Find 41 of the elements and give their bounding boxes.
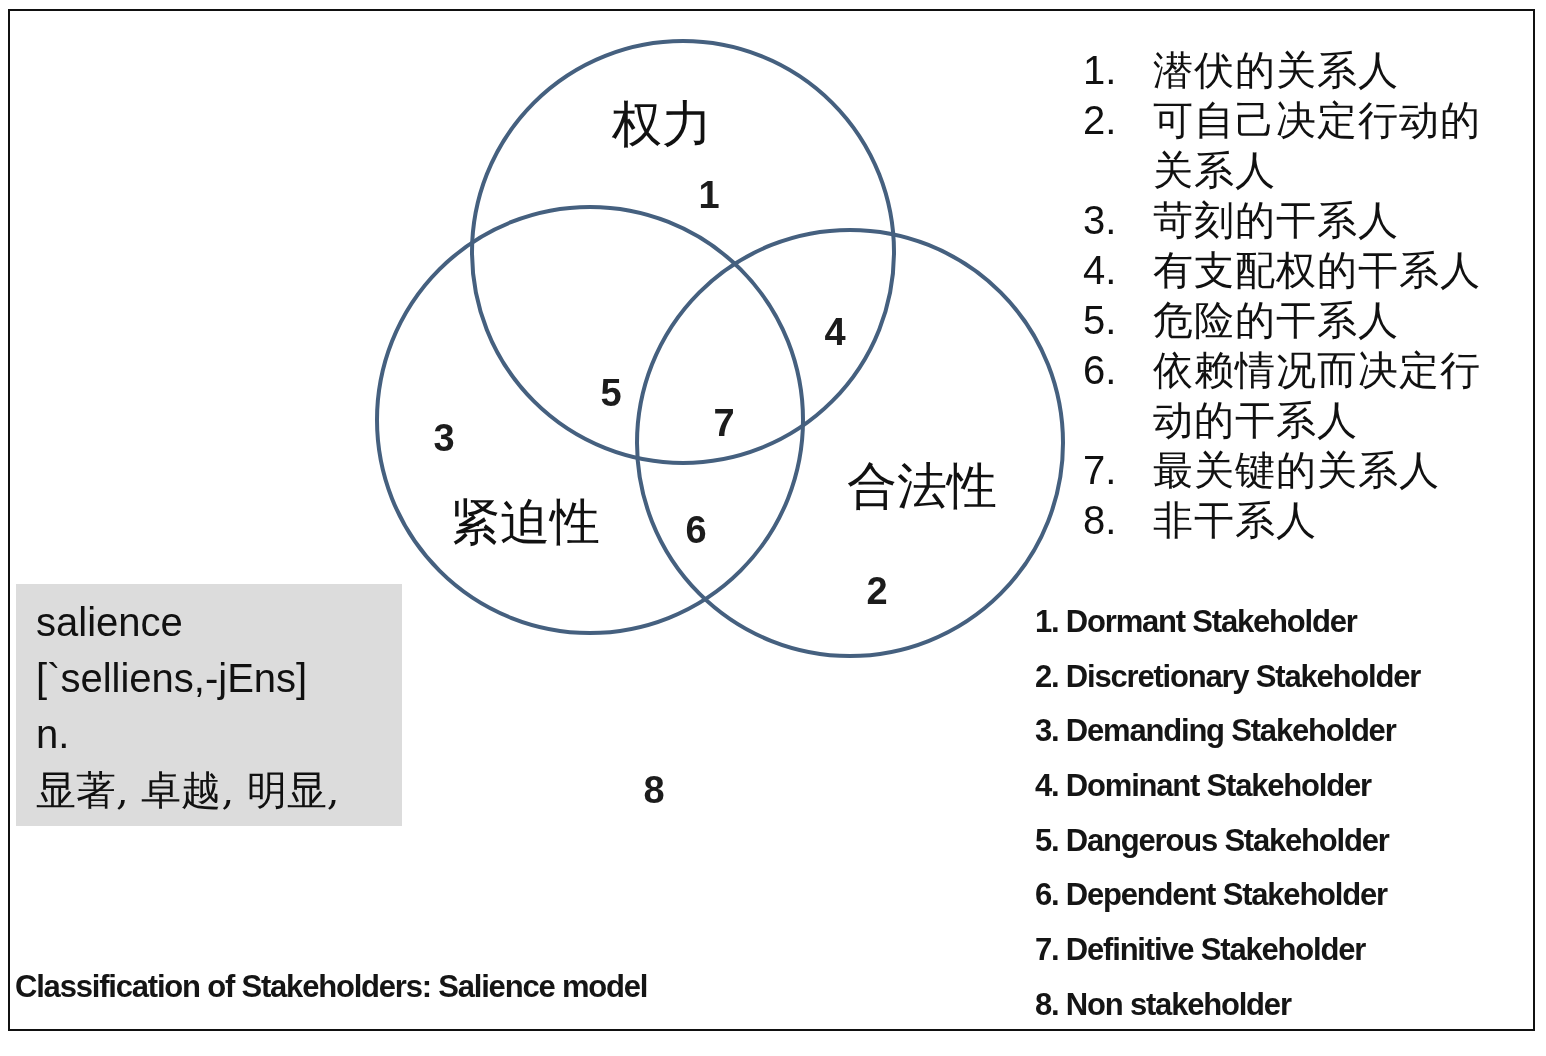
list-number: 8. xyxy=(1083,497,1117,544)
region-number: 1 xyxy=(698,175,720,215)
list-item-text: 3. Demanding Stakeholder xyxy=(1035,712,1396,751)
list-item-text: 危险的干系人 xyxy=(1153,297,1399,344)
list-number: 5. xyxy=(1083,297,1117,344)
caption-text: Classification of Stakeholders: Salience model xyxy=(15,968,648,1006)
list-item-text: 6. Dependent Stakeholder xyxy=(1035,876,1387,915)
list-number: 4. xyxy=(1083,247,1117,294)
list-item-text: 依赖情况而决定行动的干系人 xyxy=(1153,347,1482,444)
region-number: 2 xyxy=(866,571,888,611)
list-item-text: 非干系人 xyxy=(1153,497,1317,544)
list-item-text: 7. Definitive Stakeholder xyxy=(1035,931,1366,970)
part-of-speech: n. xyxy=(36,711,70,758)
list-number: 1. xyxy=(1083,47,1117,94)
phonetic-transcription: [`selliens,-jEns] xyxy=(36,655,308,702)
region-number: 5 xyxy=(600,373,622,413)
circle-title: 紧迫性 xyxy=(450,494,600,550)
region-number: 8 xyxy=(643,770,665,810)
list-item-text: 8. Non stakeholder xyxy=(1035,985,1291,1024)
list-item-text: 可自己决定行动的关系人 xyxy=(1153,97,1482,194)
definition-text: 显著, 卓越, 明显, xyxy=(36,766,340,815)
list-number: 2. xyxy=(1083,97,1117,144)
list-item-text: 2. Discretionary Stakeholder xyxy=(1035,657,1421,696)
list-item-text: 4. Dominant Stakeholder xyxy=(1035,767,1371,806)
list-number: 7. xyxy=(1083,447,1117,494)
region-number: 6 xyxy=(685,510,707,550)
list-item-text: 最关键的关系人 xyxy=(1153,447,1440,494)
list-number: 3. xyxy=(1083,197,1117,244)
list-item-text: 1. Dormant Stakeholder xyxy=(1035,603,1357,641)
list-item-text: 有支配权的干系人 xyxy=(1153,247,1481,294)
list-item-text: 苛刻的干系人 xyxy=(1153,197,1399,244)
headword: salience xyxy=(36,599,183,646)
region-number: 3 xyxy=(433,418,455,458)
region-number: 4 xyxy=(824,312,846,352)
list-item-text: 潜伏的关系人 xyxy=(1153,47,1399,94)
list-number: 6. xyxy=(1083,347,1117,394)
definition-box xyxy=(16,584,402,826)
region-number: 7 xyxy=(713,403,735,443)
list-item-text: 5. Dangerous Stakeholder xyxy=(1035,821,1389,860)
circle-title: 合法性 xyxy=(847,458,997,514)
circle-title: 权力 xyxy=(612,96,712,152)
